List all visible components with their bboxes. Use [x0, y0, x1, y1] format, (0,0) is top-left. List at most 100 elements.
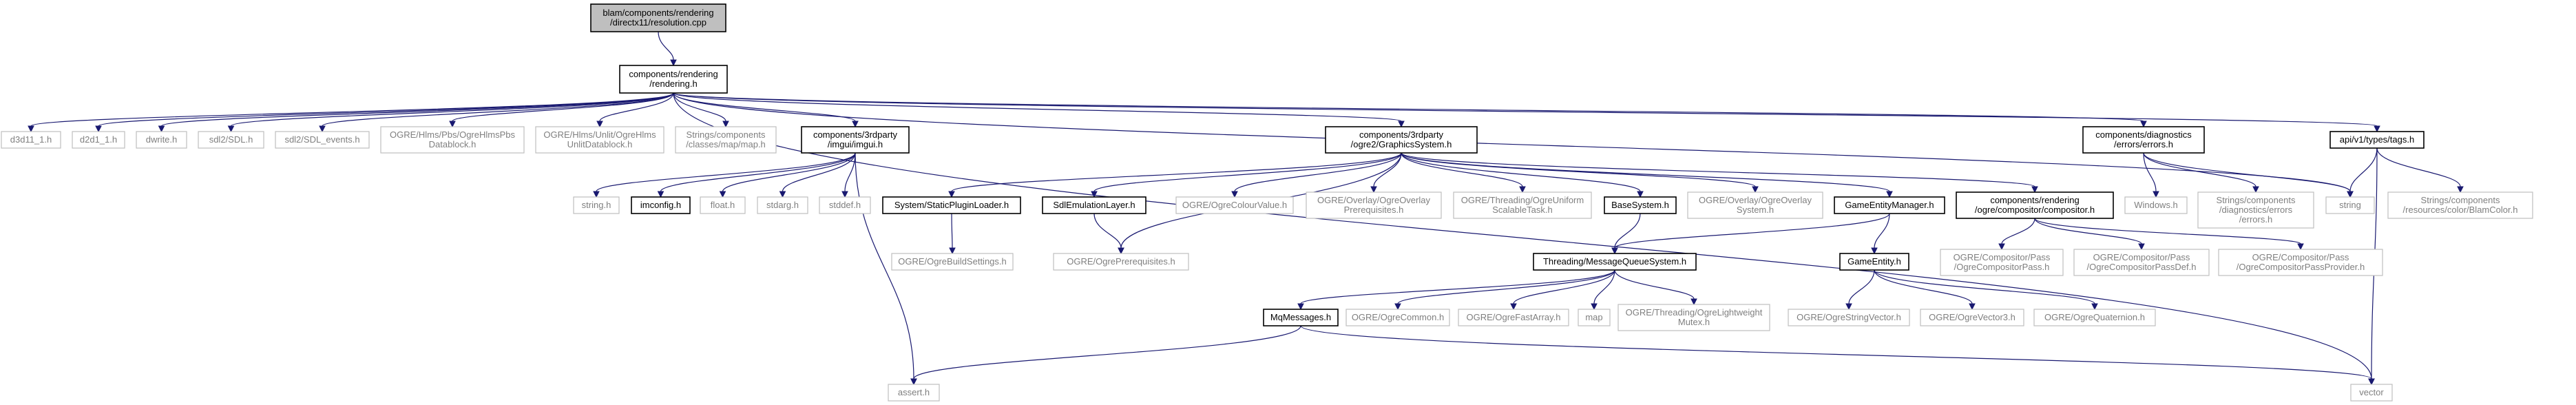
node-box	[1834, 196, 1945, 214]
edge-line	[30, 92, 674, 127]
node-label: OGRE/Hlms/Unlit/OgreHlms	[543, 129, 656, 140]
node-label: Datablock.h	[429, 139, 477, 149]
node-errors-str: Strings/components/diagnostics/errors/er…	[2197, 191, 2314, 229]
node-tags[interactable]: api/v1/types/tags.h	[2329, 131, 2425, 149]
edge-line	[1401, 152, 1641, 192]
node-label: api/v1/types/tags.h	[2340, 134, 2414, 145]
edge-arrowhead	[2138, 243, 2145, 251]
edge-mq-system-to-map	[1591, 269, 1615, 311]
node-label: Windows.h	[2134, 200, 2178, 210]
edge-line	[596, 152, 856, 192]
edge-compositor-to-comp-pass-def	[2034, 218, 2145, 251]
node-box	[535, 126, 664, 154]
edge-errors-to-errors-str	[2143, 152, 2259, 194]
edge-compositor-to-comp-pass-provider	[2034, 218, 2304, 251]
edge-arrowhead	[2347, 191, 2354, 198]
edge-errors-to-windows	[2143, 152, 2159, 198]
node-static-plugin[interactable]: System/StaticPluginLoader.h	[882, 196, 1021, 214]
node-ogre-prereq: OGRE/OgrePrerequisites.h	[1053, 253, 1189, 271]
edge-game-entity-to-quaternion	[1874, 269, 2098, 311]
node-label: /ogre/compositor/compositor.h	[1975, 205, 2095, 215]
edge-arrowhead	[158, 125, 165, 133]
node-label: OGRE/OgreFastArray.h	[1466, 312, 1560, 322]
edge-arrowhead	[1118, 247, 1124, 255]
edges-layer	[28, 31, 2464, 386]
node-box	[2082, 126, 2205, 154]
node-label: d3d11_1.h	[10, 134, 52, 145]
node-label: MqMessages.h	[1270, 312, 1331, 322]
node-label: components/3rdparty	[813, 129, 898, 140]
node-game-entity-mgr[interactable]: GameEntityManager.h	[1834, 196, 1945, 214]
edge-arrowhead	[1886, 191, 1893, 198]
node-label: SdlEmulationLayer.h	[1053, 200, 1135, 210]
edge-graphics-to-static-plugin	[948, 152, 1402, 198]
node-label: ScalableTask.h	[1492, 205, 1552, 215]
node-box	[1306, 191, 1442, 219]
edge-line	[1397, 269, 1615, 304]
node-imconfig[interactable]: imconfig.h	[631, 196, 691, 214]
edge-line	[1874, 213, 1890, 249]
node-graphics[interactable]: components/3rdparty/ogre2/GraphicsSystem…	[1325, 126, 1478, 154]
edge-arrowhead	[28, 125, 34, 133]
node-fast-array: OGRE/OgreFastArray.h	[1458, 309, 1569, 326]
node-game-entity[interactable]: GameEntity.h	[1839, 253, 1909, 271]
node-label: OGRE/OgrePrerequisites.h	[1067, 256, 1175, 267]
node-compositor[interactable]: components/rendering/ogre/compositor/com…	[1956, 191, 2114, 219]
edge-arrowhead	[670, 59, 677, 67]
node-box	[1, 131, 61, 149]
node-label: /directx11/resolution.cpp	[610, 17, 706, 28]
node-stddef: stddef.h	[819, 196, 871, 214]
node-label: components/rendering	[1990, 195, 2079, 205]
edge-arrowhead	[1591, 303, 1598, 311]
node-label: Threading/MessageQueueSystem.h	[1543, 256, 1686, 267]
node-box	[1345, 309, 1450, 326]
edge-mq-system-to-ogre-common	[1394, 269, 1615, 311]
node-errors[interactable]: components/diagnostics/errors/errors.h	[2082, 126, 2205, 154]
node-label: OGRE/OgreQuaternion.h	[2044, 312, 2145, 322]
edge-rendering-h-to-d3d11	[28, 92, 674, 133]
node-box	[136, 131, 187, 149]
edge-imgui-to-imconfig	[657, 152, 856, 198]
node-label: dwrite.h	[146, 134, 178, 145]
node-label: vector	[2359, 387, 2384, 397]
node-mq-messages[interactable]: MqMessages.h	[1263, 309, 1339, 326]
edge-line	[322, 92, 674, 127]
node-imgui[interactable]: components/3rdparty/imgui/imgui.h	[801, 126, 910, 154]
node-rendering-h[interactable]: components/rendering/rendering.h	[619, 65, 728, 94]
node-ogre-common: OGRE/OgreCommon.h	[1345, 309, 1450, 326]
node-label: OGRE/Threading/OgreLightweight	[1626, 307, 1763, 318]
edge-arrowhead	[2140, 121, 2147, 128]
node-label: OGRE/Overlay/OgreOverlay	[1317, 195, 1430, 205]
node-box	[1687, 191, 1823, 219]
edge-arrowhead	[1510, 303, 1517, 311]
node-box	[380, 126, 525, 154]
edge-arrowhead	[596, 121, 603, 128]
edge-game-entity-to-string-vector	[1845, 269, 1875, 311]
node-label: System/StaticPluginLoader.h	[894, 200, 1009, 210]
edge-line	[660, 152, 856, 192]
node-label: System.h	[1737, 205, 1774, 215]
edge-line	[673, 92, 2351, 192]
node-mq-system[interactable]: Threading/MessageQueueSystem.h	[1533, 253, 1697, 271]
node-base-system[interactable]: BaseSystem.h	[1604, 196, 1677, 214]
node-sdl-emul[interactable]: SdlEmulationLayer.h	[1042, 196, 1146, 214]
node-label: float.h	[711, 200, 735, 210]
node-label: OGRE/Overlay/OgreOverlay	[1699, 195, 1812, 205]
node-dwrite: dwrite.h	[136, 131, 187, 149]
edge-line	[160, 92, 674, 127]
node-label: GameEntity.h	[1847, 256, 1901, 267]
edge-arrowhead	[2368, 378, 2375, 386]
node-box	[590, 3, 726, 32]
edge-line	[1593, 269, 1615, 304]
edge-line	[2376, 147, 2461, 187]
node-box	[2329, 131, 2425, 149]
node-box	[1956, 191, 2114, 219]
node-box	[2197, 191, 2314, 229]
node-label: /errors.h	[2239, 214, 2272, 225]
node-label: Strings/components	[2217, 195, 2296, 205]
node-box	[1175, 196, 1294, 214]
edge-graphics-to-colour-value	[1231, 152, 1402, 198]
node-box	[819, 196, 871, 214]
